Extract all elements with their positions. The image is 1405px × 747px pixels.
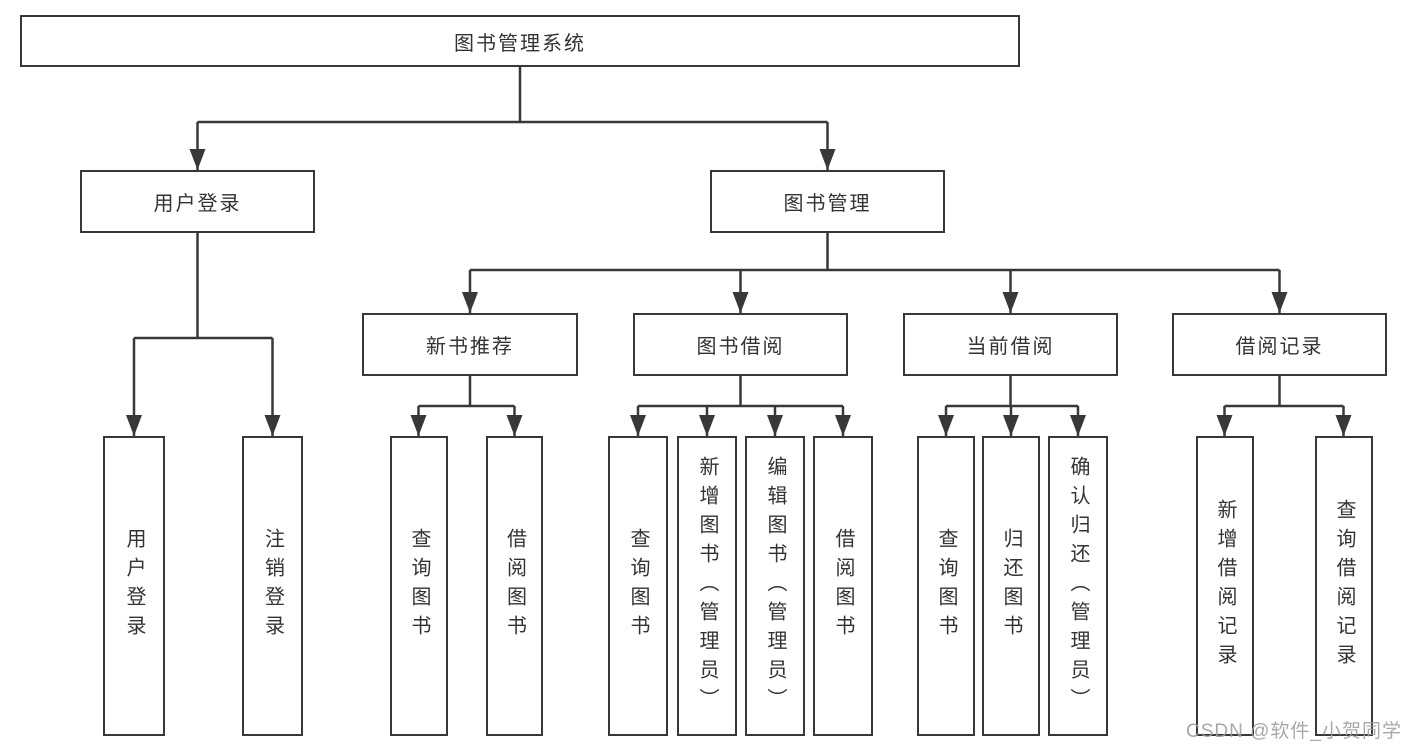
leaf-bb-borrow-books: 借阅图书 xyxy=(813,436,873,736)
node-new-book-recommend-label: 新书推荐 xyxy=(426,336,514,358)
leaf-user-login: 用户登录 xyxy=(103,436,165,736)
arrow-icon xyxy=(1070,415,1086,436)
arrow-icon xyxy=(126,415,142,436)
node-current-borrowing: 当前借阅 xyxy=(903,313,1118,376)
leaf-nbr-borrow-books-label: 借阅图书 xyxy=(503,528,526,644)
leaf-nbr-borrow-books: 借阅图书 xyxy=(486,436,543,736)
leaf-cb-confirm-return: 确认归还（管理员） xyxy=(1048,436,1108,736)
node-book-management-label: 图书管理 xyxy=(783,193,872,215)
arrow-icon xyxy=(938,415,954,436)
node-root-label: 图书管理系统 xyxy=(454,32,586,55)
csdn-watermark: CSDN @软件_小贺同学 xyxy=(1186,721,1402,742)
leaf-cb-query-books: 查询图书 xyxy=(917,436,975,736)
arrow-icon xyxy=(835,415,851,436)
leaf-user-login-label: 用户登录 xyxy=(123,528,145,644)
node-book-borrowing: 图书借阅 xyxy=(633,313,848,376)
leaf-bb-add-books-label: 新增图书（管理员） xyxy=(696,455,718,717)
arrow-icon xyxy=(699,415,715,436)
node-new-book-recommend: 新书推荐 xyxy=(362,313,578,376)
arrow-icon xyxy=(1002,292,1019,313)
node-borrowing-records-label: 借阅记录 xyxy=(1235,336,1324,358)
node-book-management: 图书管理 xyxy=(710,170,945,233)
node-user-login: 用户登录 xyxy=(80,170,315,233)
leaf-logout: 注销登录 xyxy=(242,436,303,736)
arrow-icon xyxy=(410,415,427,436)
leaf-bb-query-books-label: 查询图书 xyxy=(627,528,649,644)
leaf-bb-query-books: 查询图书 xyxy=(608,436,668,736)
arrow-icon xyxy=(462,292,478,313)
arrow-icon xyxy=(767,415,783,436)
leaf-logout-label: 注销登录 xyxy=(261,528,284,644)
leaf-cb-return-books-label: 归还图书 xyxy=(1000,528,1022,644)
arrow-icon xyxy=(819,149,836,170)
leaf-nbr-query-books-label: 查询图书 xyxy=(408,528,430,644)
node-root: 图书管理系统 xyxy=(20,15,1020,67)
arrow-icon xyxy=(1216,415,1233,436)
arrow-icon xyxy=(506,415,523,436)
arrow-icon xyxy=(264,415,281,436)
leaf-cb-return-books: 归还图书 xyxy=(982,436,1040,736)
leaf-br-add-record: 新增借阅记录 xyxy=(1196,436,1254,736)
arrow-icon xyxy=(1335,415,1352,436)
leaf-br-add-record-label: 新增借阅记录 xyxy=(1214,499,1236,673)
leaf-bb-edit-books-label: 编辑图书（管理员） xyxy=(764,455,786,717)
arrow-icon xyxy=(1271,292,1288,313)
arrow-icon xyxy=(732,292,749,313)
leaf-bb-edit-books: 编辑图书（管理员） xyxy=(745,436,805,736)
leaf-cb-confirm-return-label: 确认归还（管理员） xyxy=(1067,455,1089,717)
node-borrowing-records: 借阅记录 xyxy=(1172,313,1387,376)
node-user-login-label: 用户登录 xyxy=(153,193,242,215)
leaf-bb-add-books: 新增图书（管理员） xyxy=(677,436,737,736)
arrow-icon xyxy=(630,415,646,436)
node-book-borrowing-label: 图书借阅 xyxy=(696,336,785,358)
arrow-icon xyxy=(1003,415,1019,436)
leaf-bb-borrow-books-label: 借阅图书 xyxy=(832,528,854,644)
leaf-cb-query-books-label: 查询图书 xyxy=(935,528,957,644)
leaf-br-query-record-label: 查询借阅记录 xyxy=(1333,499,1355,673)
leaf-nbr-query-books: 查询图书 xyxy=(390,436,448,736)
arrow-icon xyxy=(189,149,206,170)
leaf-br-query-record: 查询借阅记录 xyxy=(1315,436,1373,736)
node-current-borrowing-label: 当前借阅 xyxy=(966,336,1055,358)
